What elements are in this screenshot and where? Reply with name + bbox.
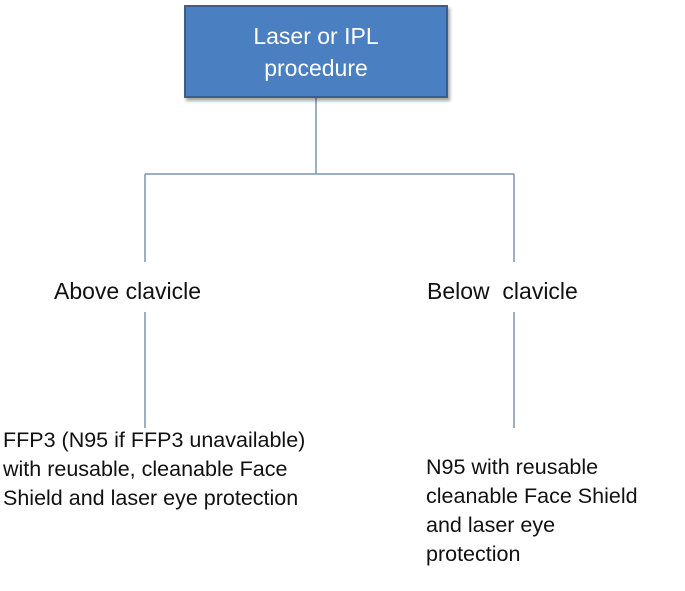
outcome-above-clavicle: FFP3 (N95 if FFP3 unavailable) with reus… bbox=[3, 428, 306, 510]
outcome-below-clavicle: N95 with reusable cleanable Face Shield … bbox=[426, 455, 638, 566]
branch-label-below-clavicle: Below clavicle bbox=[427, 278, 578, 304]
root-node-label: Laser or IPL procedure bbox=[253, 22, 379, 81]
branch-label-above-clavicle: Above clavicle bbox=[54, 278, 202, 304]
root-node-laser-ipl-procedure: Laser or IPL procedure bbox=[184, 5, 448, 98]
